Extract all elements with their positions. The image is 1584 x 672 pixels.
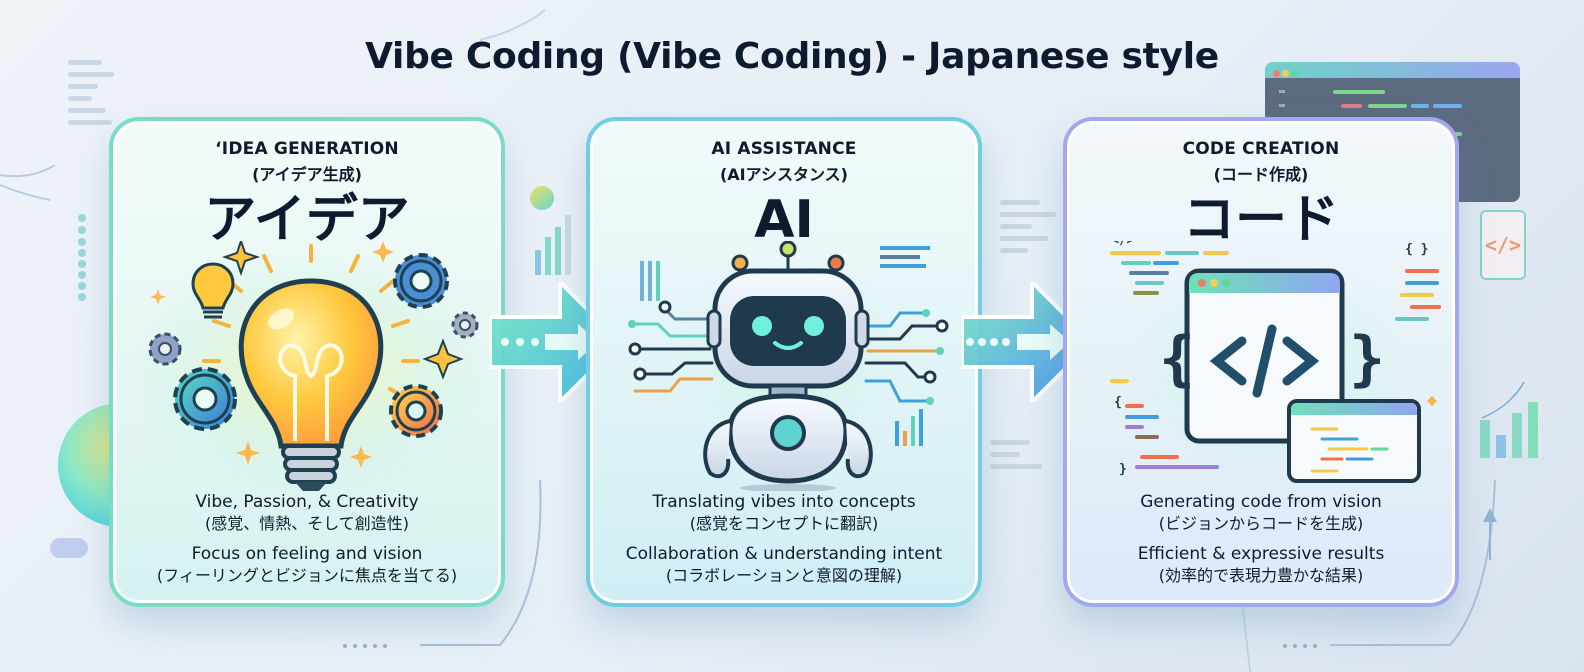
card-code-creation: CODE CREATION (コード作成) コード </> [1063, 117, 1459, 607]
card-big-text: アイデア [204, 190, 410, 250]
code-badge: </> [1480, 210, 1526, 280]
desc-line-2: (感覚をコンセプトに翻訳) [689, 514, 879, 533]
card-label-en: AI ASSISTANCE [711, 139, 857, 159]
desc-line-2: (ビジョンからコードを生成) [1158, 514, 1364, 533]
card-description: Vibe, Passion, & Creativity (感覚、情熱、そして創造… [113, 491, 501, 595]
desc-line-1: Vibe, Passion, & Creativity [195, 492, 419, 512]
gear-icon [173, 367, 237, 431]
code-window-illustration: </> { } { } [1067, 233, 1455, 491]
card-label-ja: (コード作成) [1213, 165, 1309, 184]
svg-text:}: } [1349, 324, 1385, 394]
svg-text:{: { [1114, 395, 1122, 410]
window-titlebar [1265, 62, 1520, 78]
card-label-ja: (アイデア生成) [252, 165, 362, 184]
desc-line-3: Efficient & expressive results [1137, 544, 1385, 564]
desc-line-3: Focus on feeling and vision [191, 544, 423, 564]
card-big-text: コード [1182, 190, 1339, 250]
svg-text:</>: </> [1112, 241, 1134, 247]
desc-line-4: (コラボレーションと意図の理解) [665, 566, 903, 585]
card-ai-assistance: AI ASSISTANCE (AIアシスタンス) AI [586, 117, 982, 607]
robot-illustration [590, 240, 978, 492]
svg-text:{: { [1159, 324, 1195, 394]
card-description: Generating code from vision (ビジョンからコードを生… [1067, 491, 1455, 595]
desc-line-3: Collaboration & understanding intent [625, 544, 943, 564]
card-label-ja: (AIアシスタンス) [719, 165, 848, 184]
desc-line-2: (感覚、情熱、そして創造性) [204, 514, 409, 533]
desc-line-4: (効率的で表現力豊かな結果) [1158, 566, 1364, 585]
card-label-en: ‘IDEA GENERATION [215, 139, 399, 159]
card-description: Translating vibes into concepts (感覚をコンセプ… [590, 491, 978, 595]
code-badge-glyph: </> [1484, 233, 1522, 257]
lightbulb-illustration [113, 237, 501, 491]
flow-arrow-2 [960, 277, 1095, 407]
page-title: Vibe Coding (Vibe Coding) - Japanese sty… [365, 36, 1219, 77]
desc-line-1: Generating code from vision [1140, 492, 1382, 512]
svg-text:{ }: { } [1405, 242, 1428, 257]
desc-line-4: (フィーリングとビジョンに焦点を当てる) [156, 566, 458, 585]
svg-text:}: } [1119, 462, 1127, 477]
card-idea-generation: ‘IDEA GENERATION (アイデア生成) アイデア [109, 117, 505, 607]
card-big-text: AI [754, 190, 814, 250]
desc-line-1: Translating vibes into concepts [652, 492, 916, 512]
card-label-en: CODE CREATION [1182, 139, 1340, 159]
